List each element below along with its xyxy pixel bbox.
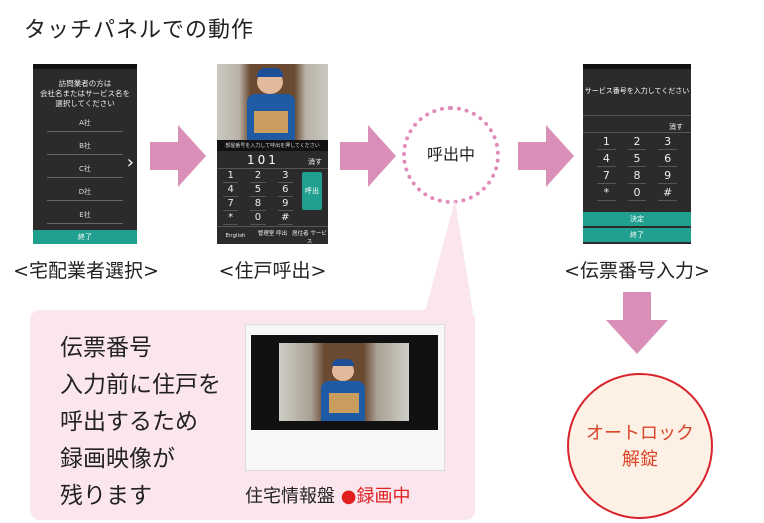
key-8[interactable]: 9	[277, 197, 293, 211]
key-3[interactable]: 4	[223, 183, 239, 197]
key-7[interactable]: 8	[627, 167, 647, 184]
end-button[interactable]: 終了	[583, 228, 691, 242]
monitor-video	[279, 343, 409, 421]
result-line: オートロック	[586, 423, 694, 444]
arrow-right-icon	[340, 125, 396, 187]
key-7[interactable]: 8	[250, 197, 266, 211]
next-page-icon[interactable]: ›	[126, 152, 134, 173]
camera-image	[217, 64, 328, 140]
step-label: <宅配業者選択>	[13, 260, 159, 282]
key-1[interactable]: 2	[627, 133, 647, 150]
company-item[interactable]: B社	[47, 132, 123, 155]
manager-call-button[interactable]: 管理室 呼出	[257, 231, 288, 237]
key-10[interactable]: 0	[250, 211, 266, 225]
key-5[interactable]: 6	[277, 183, 293, 197]
key-11[interactable]: #	[658, 184, 677, 201]
company-item[interactable]: C社	[47, 155, 123, 178]
result-line: 解錠	[622, 449, 658, 470]
key-9[interactable]: *	[597, 184, 616, 201]
resident-service-button[interactable]: 居住者 サービス	[292, 231, 327, 244]
company-item[interactable]: D社	[47, 178, 123, 201]
prompt: サービス番号を入力してください	[583, 69, 691, 116]
arrow-right-icon	[150, 125, 206, 187]
step-label: <住戸呼出>	[218, 260, 327, 282]
calling-status: 呼出中	[402, 106, 500, 204]
key-6[interactable]: 7	[223, 197, 239, 211]
company-select-screen: 訪問業者の方は会社名またはサービス名を選択してください A社 B社 C社 D社 …	[33, 64, 137, 244]
key-0[interactable]: 1	[223, 169, 239, 183]
arrow-right-icon	[518, 125, 574, 187]
key-0[interactable]: 1	[597, 133, 616, 150]
step-label: <伝票番号入力>	[564, 260, 710, 282]
delete-button[interactable]: 消す	[669, 123, 683, 131]
callout-pointer	[425, 200, 473, 312]
key-2[interactable]: 3	[277, 169, 293, 183]
confirm-button[interactable]: 決定	[583, 212, 691, 226]
callout-text: 伝票番号入力前に住戸を呼出するため録画映像が残ります	[60, 335, 221, 509]
room-number-value: 101	[247, 153, 279, 167]
prompt: 部屋番号を入力して呼出を押してください	[217, 140, 328, 151]
prompt: 訪問業者の方は会社名またはサービス名を選択してください	[40, 79, 130, 108]
key-11[interactable]: #	[277, 211, 293, 225]
arrow-down-icon	[606, 292, 668, 354]
call-button[interactable]: 呼出	[302, 172, 322, 210]
key-2[interactable]: 3	[658, 133, 677, 150]
key-4[interactable]: 5	[627, 150, 647, 167]
delete-button[interactable]: 消す	[308, 158, 322, 166]
page-title: タッチパネルでの動作	[24, 18, 255, 43]
key-3[interactable]: 4	[597, 150, 616, 167]
company-item[interactable]: E社	[47, 201, 123, 224]
monitor-caption: 住宅情報盤 ●録画中	[245, 482, 410, 508]
recording-badge: ●録画中	[340, 486, 411, 507]
key-1[interactable]: 2	[250, 169, 266, 183]
key-10[interactable]: 0	[627, 184, 647, 201]
key-4[interactable]: 5	[250, 183, 266, 197]
key-9[interactable]: *	[223, 211, 239, 225]
company-item[interactable]: A社	[47, 109, 123, 132]
end-button[interactable]: 終了	[33, 230, 137, 244]
english-button[interactable]: English	[225, 233, 246, 239]
intercom-monitor	[245, 324, 445, 471]
key-8[interactable]: 9	[658, 167, 677, 184]
key-5[interactable]: 6	[658, 150, 677, 167]
key-6[interactable]: 7	[597, 167, 616, 184]
caption-label: 住宅情報盤	[245, 486, 335, 507]
autolock-unlock-result: オートロック 解錠	[567, 373, 713, 519]
